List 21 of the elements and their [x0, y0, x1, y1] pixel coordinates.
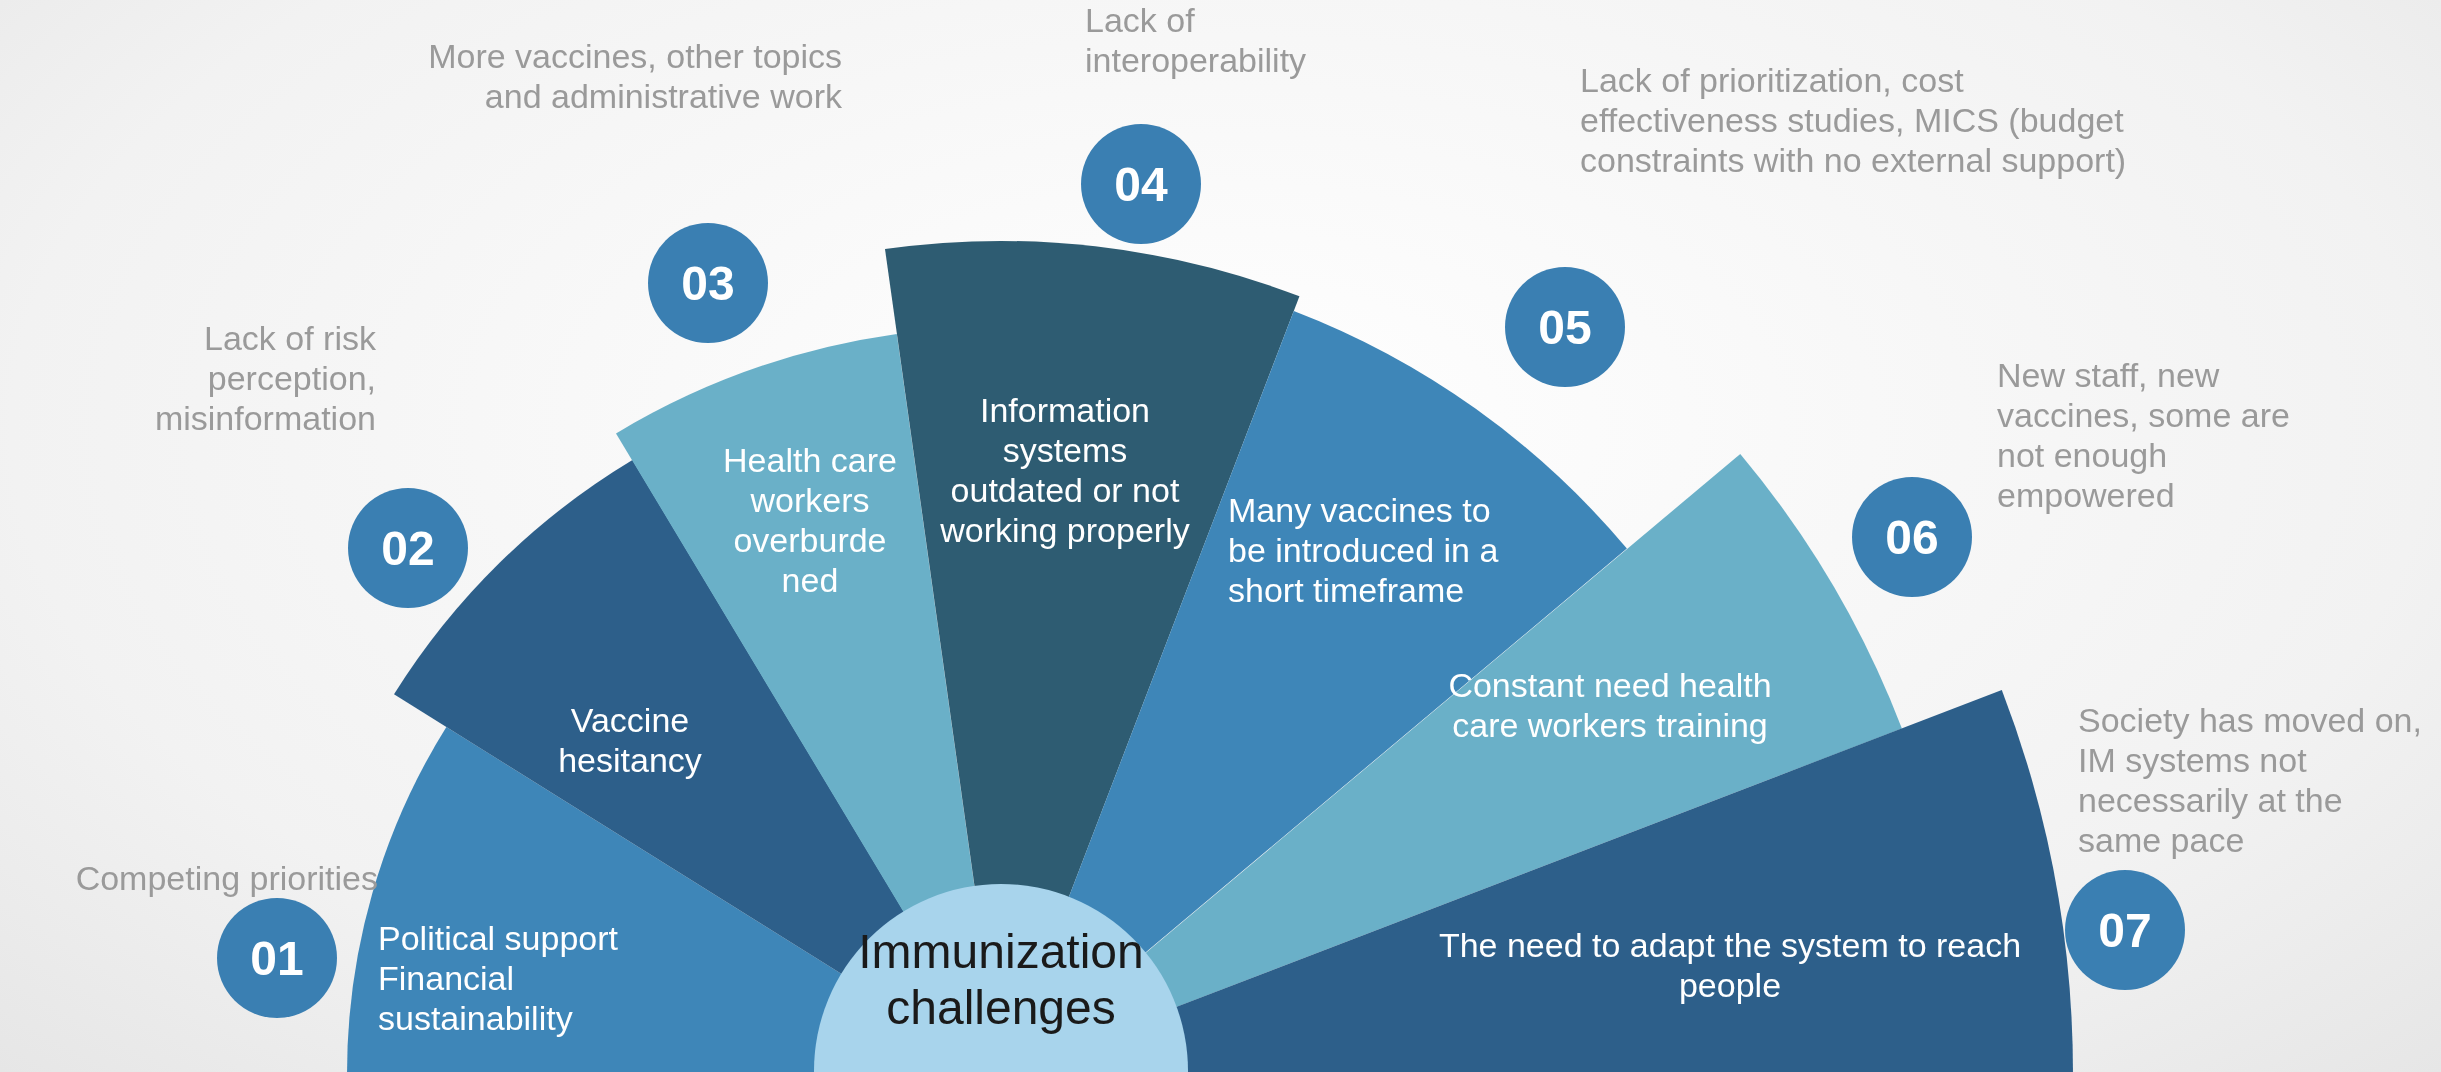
note-text: More vaccines, other topics and administrative work — [427, 36, 842, 116]
segment-label: Information systems outdated or not working properly — [940, 390, 1190, 550]
segment-label: Vaccine hesitancy — [557, 700, 703, 780]
segment-label: Political support Financial sustainability — [378, 918, 619, 1038]
number-badge: 01 — [217, 898, 337, 1018]
note-text: Competing priorities — [74, 858, 378, 898]
number-badge: 05 — [1505, 267, 1625, 387]
segment-label: Many vaccines to be introduced in a short timeframe — [1228, 490, 1500, 610]
note-text: Lack of prioritization, cost effectiveness studies, MICS (budget constraints with no external support) — [1580, 60, 2128, 180]
note-text: New staff, new vaccines, some are not enough empowered — [1997, 355, 2291, 515]
note-text: Society has moved on, IM systems not necessarily at the same pace — [2078, 700, 2423, 860]
note-text: Lack of interoperability — [1085, 0, 1308, 80]
number-badge: 07 — [2065, 870, 2185, 990]
segment-label: Constant need health care workers training — [1447, 665, 1773, 745]
number-badge: 06 — [1852, 477, 1972, 597]
number-badge: 03 — [648, 223, 768, 343]
segment-label: Health care workers overburde ned — [722, 440, 898, 600]
number-badge: 02 — [348, 488, 468, 608]
segment-label: The need to adapt the system to reach people — [1437, 925, 2023, 1005]
note-text: Lack of risk perception, misinformation — [153, 318, 376, 438]
number-badge: 04 — [1081, 124, 1201, 244]
